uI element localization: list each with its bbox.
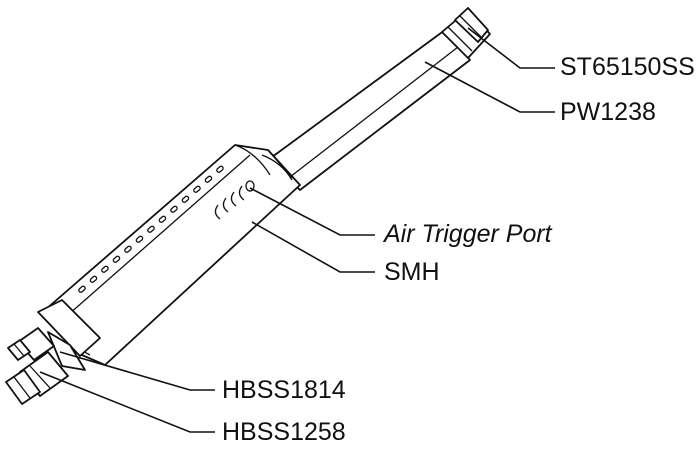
vent-slot (193, 185, 201, 193)
vent-slot (101, 265, 109, 273)
label-air-trigger-port: Air Trigger Port (384, 220, 552, 248)
label-hbss1814: HBSS1814 (222, 376, 346, 404)
leader-pw1238 (424, 61, 555, 113)
label-pw1238: PW1238 (560, 98, 656, 126)
leader-smh (251, 221, 375, 273)
st65150ss-tip (441, 7, 491, 59)
vent-slot (124, 245, 132, 253)
label-hbss1258: HBSS1258 (222, 418, 346, 446)
leader-hbss1258 (39, 371, 215, 433)
pw1238-tube (267, 29, 471, 191)
leader-hbss1814 (59, 351, 215, 391)
vent-slot (147, 225, 155, 233)
label-st65150ss: ST65150SS (560, 53, 695, 81)
vent-slot (89, 275, 98, 283)
vent-slot (78, 285, 86, 293)
air-trigger-port-holes (214, 180, 255, 220)
rear-cap (37, 299, 101, 371)
vent-slot (204, 175, 213, 183)
vent-slot (158, 215, 167, 223)
leader-st65150ss (467, 27, 555, 69)
vent-slot (170, 205, 178, 213)
vent-slot (135, 235, 144, 243)
vent-slots (78, 165, 224, 293)
label-smh: SMH (384, 258, 440, 286)
vent-slot (216, 165, 224, 173)
hbss1814-fitting (7, 327, 55, 361)
vent-slot (181, 195, 190, 203)
vent-slot (112, 255, 121, 263)
leader-air-trigger-port (249, 187, 375, 236)
